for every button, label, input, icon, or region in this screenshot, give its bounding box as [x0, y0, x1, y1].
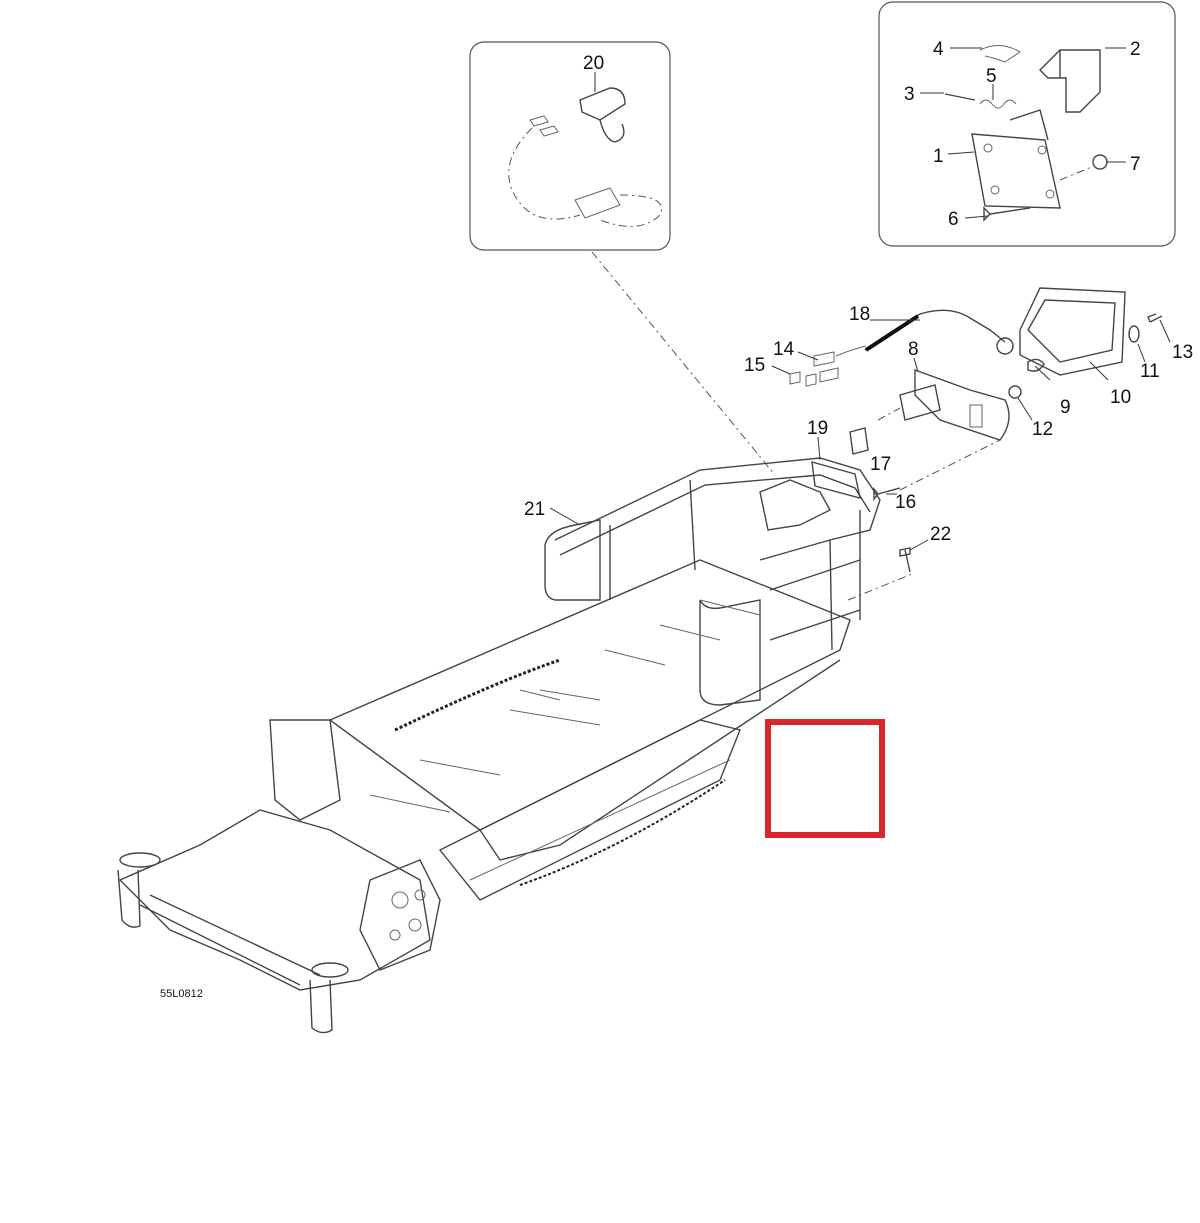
part-21-cargo-frame	[117, 457, 881, 1034]
part-20-connector	[579, 87, 626, 143]
callout-9: 9	[1060, 397, 1071, 418]
part-22-bolt	[899, 547, 911, 573]
part-20-plug	[574, 187, 621, 219]
callout-18: 18	[849, 304, 870, 325]
part-15-terminals	[789, 371, 817, 387]
part-2-bracket	[1039, 49, 1101, 113]
part-13-screw	[1147, 313, 1163, 323]
part-14-connector	[813, 345, 867, 383]
callout-20: 20	[583, 53, 604, 74]
callout-17: 17	[870, 454, 891, 475]
part-18-harness	[864, 309, 1006, 351]
part-3-pin	[944, 93, 976, 101]
callout-7: 7	[1130, 154, 1141, 175]
callout-15: 15	[744, 355, 765, 376]
inset-hitch-parts	[878, 1, 1176, 247]
part-6-bolt	[983, 206, 1031, 222]
part-17-clip	[849, 427, 869, 455]
callout-6: 6	[948, 209, 959, 230]
callout-10: 10	[1110, 387, 1131, 408]
callout-22: 22	[930, 524, 951, 545]
callout-2: 2	[1130, 39, 1141, 60]
callout-21: 21	[524, 499, 545, 520]
part-10-tail-light	[1019, 287, 1126, 376]
callout-4: 4	[933, 39, 944, 60]
callout-8: 8	[908, 339, 919, 360]
callout-12: 12	[1032, 419, 1053, 440]
part-1-plate	[971, 109, 1061, 209]
callout-5: 5	[986, 66, 997, 87]
highlight-box	[765, 719, 885, 838]
part-19-bracket	[811, 461, 861, 499]
callout-3: 3	[904, 84, 915, 105]
part-4-clip	[979, 45, 1021, 63]
callout-1: 1	[933, 146, 944, 167]
part-11-washer	[1128, 325, 1140, 343]
part-5-spring	[979, 99, 1017, 109]
inset-wiring-part	[469, 41, 671, 251]
part-12-nut	[1008, 385, 1022, 399]
reference-code: 55L0812	[160, 988, 203, 1000]
callout-19: 19	[807, 418, 828, 439]
callout-13: 13	[1172, 342, 1193, 363]
callout-11: 11	[1140, 361, 1160, 382]
part-8-housing	[899, 369, 1010, 441]
callout-14: 14	[773, 339, 795, 360]
callout-16: 16	[895, 492, 916, 513]
part-9-bulb	[1027, 358, 1045, 372]
part-16-bolt	[873, 487, 901, 501]
